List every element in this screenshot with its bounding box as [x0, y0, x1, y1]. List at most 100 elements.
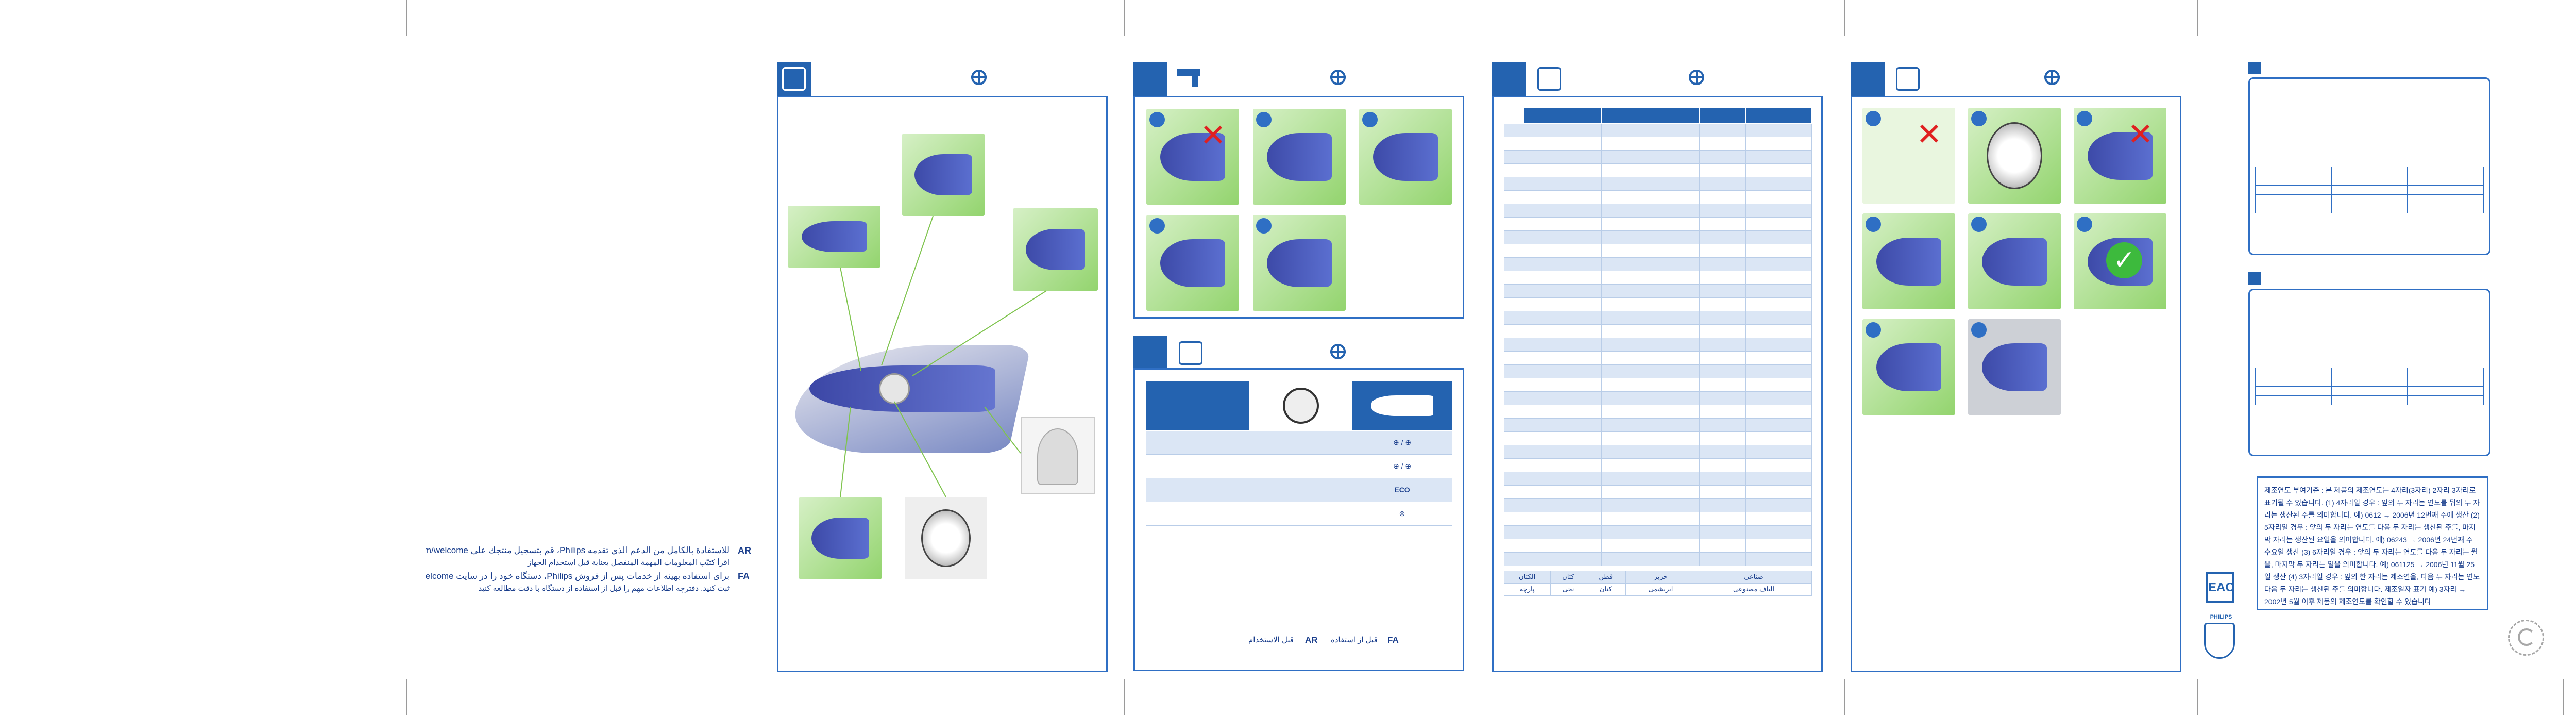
table-cell	[1504, 498, 1525, 512]
table-cell	[1745, 498, 1812, 512]
table-cell	[1601, 431, 1654, 445]
step-number	[1149, 218, 1165, 234]
table-cell	[1653, 498, 1700, 512]
connector-line	[840, 267, 861, 371]
table-row	[2255, 176, 2484, 186]
step-number	[2077, 217, 2092, 232]
table-cell	[1745, 311, 1812, 325]
table-cell	[2331, 194, 2408, 204]
globe-icon[interactable]	[971, 70, 987, 85]
iron-illustration	[1025, 229, 1086, 270]
section-header-iron	[1532, 62, 1566, 96]
table-cell	[1524, 190, 1602, 204]
table-cell	[2255, 377, 2332, 387]
table-cell	[1745, 163, 1812, 177]
table-cell	[1653, 271, 1700, 285]
table-cell	[1653, 123, 1700, 137]
dial-icon	[1282, 387, 1319, 424]
table-cell	[1504, 405, 1525, 419]
table-row	[1504, 297, 1812, 311]
table-cell	[2255, 386, 2332, 396]
table-cell	[1524, 418, 1602, 432]
table-cell	[1745, 324, 1812, 338]
table-cell	[1601, 230, 1654, 244]
table-cell	[1745, 244, 1812, 258]
step-number	[1149, 112, 1165, 127]
step-illustration	[1146, 215, 1239, 311]
step-number	[1866, 322, 1881, 338]
tap-spout	[1192, 75, 1198, 87]
connector-line	[984, 406, 1021, 454]
contact-fa-url[interactable]: www.philips.com/welcome	[426, 571, 454, 581]
globe-icon[interactable]	[1689, 70, 1704, 85]
table-row: ⊗	[1146, 502, 1452, 526]
globe-icon[interactable]	[2044, 70, 2060, 85]
iron-illustration	[914, 154, 972, 195]
table-cell	[1504, 539, 1525, 553]
table-cell	[1745, 123, 1812, 137]
table-cell	[1524, 297, 1602, 311]
footer-label-fa: قبل از استفاده	[1331, 636, 1378, 644]
table-cell	[1745, 525, 1812, 539]
contact-text-fa: برای استفاده بهینه از خدمات پس از فروش P…	[426, 571, 730, 581]
table-cell	[1745, 257, 1812, 271]
table-row	[1504, 338, 1812, 352]
callout-water-tank	[788, 206, 880, 268]
table-cell	[2331, 204, 2408, 213]
table-cell	[1745, 418, 1812, 432]
table-cell: ⊕ / ⊕	[1352, 430, 1452, 455]
table-cell	[1653, 458, 1700, 472]
table-cell	[1699, 284, 1747, 298]
table-cell	[1653, 351, 1700, 365]
table-cell	[1745, 284, 1812, 298]
table-cell: نخی	[1550, 583, 1586, 596]
table-cell	[1601, 297, 1654, 311]
table-cell	[1504, 472, 1525, 486]
callout-temperature-dial	[905, 497, 987, 579]
step-illustration: ✕	[1146, 109, 1239, 205]
table-row	[1504, 123, 1812, 137]
table-cell	[1601, 552, 1654, 566]
table-cell	[2407, 176, 2484, 186]
table-row	[1504, 391, 1812, 405]
table-cell	[1601, 378, 1654, 392]
table-cell	[1601, 338, 1654, 352]
globe-icon[interactable]	[1330, 70, 1346, 85]
table-cell	[1524, 137, 1602, 151]
table-cell	[2407, 377, 2484, 387]
table-row	[2255, 185, 2484, 195]
table-row: ⊕ / ⊕	[1146, 430, 1452, 455]
table-header-row	[1146, 381, 1452, 431]
callout-steam-shot	[902, 134, 985, 216]
table-row: پارچه نخی کتان ابریشمی الیاف مصنوعی	[1504, 583, 1812, 596]
globe-icon[interactable]	[1330, 344, 1346, 359]
table-cell	[1146, 478, 1250, 502]
table-cell	[1745, 297, 1812, 311]
section-header-number	[1133, 336, 1167, 370]
callout-lines	[840, 215, 1047, 497]
table-cell	[1504, 512, 1525, 526]
section-marker	[2248, 272, 2261, 285]
table-cell	[1653, 163, 1700, 177]
table-cell	[2407, 368, 2484, 377]
table-row	[1504, 217, 1812, 231]
table-cell	[1745, 512, 1812, 526]
table-cell: الكتان	[1504, 571, 1551, 584]
table-cell	[1653, 552, 1700, 566]
table-cell	[1699, 324, 1747, 338]
table-cell	[1524, 391, 1602, 405]
table-row	[1504, 163, 1812, 177]
contact-ar-url[interactable]: www.philips.com/welcome	[426, 545, 468, 555]
table-cell	[1653, 418, 1700, 432]
table-cell: ⊕ / ⊕	[1352, 454, 1452, 478]
table-cell	[1699, 297, 1747, 311]
table-cell	[1504, 311, 1525, 325]
table-cell	[1524, 338, 1602, 352]
prohibited-icon: ✕	[2127, 117, 2154, 153]
table-cell	[1699, 512, 1747, 526]
table-cell	[1504, 391, 1525, 405]
table-cell	[1699, 431, 1747, 445]
water-tap-icon	[1177, 69, 1200, 76]
table-cell	[2255, 176, 2332, 186]
section-header-number	[1492, 62, 1526, 96]
